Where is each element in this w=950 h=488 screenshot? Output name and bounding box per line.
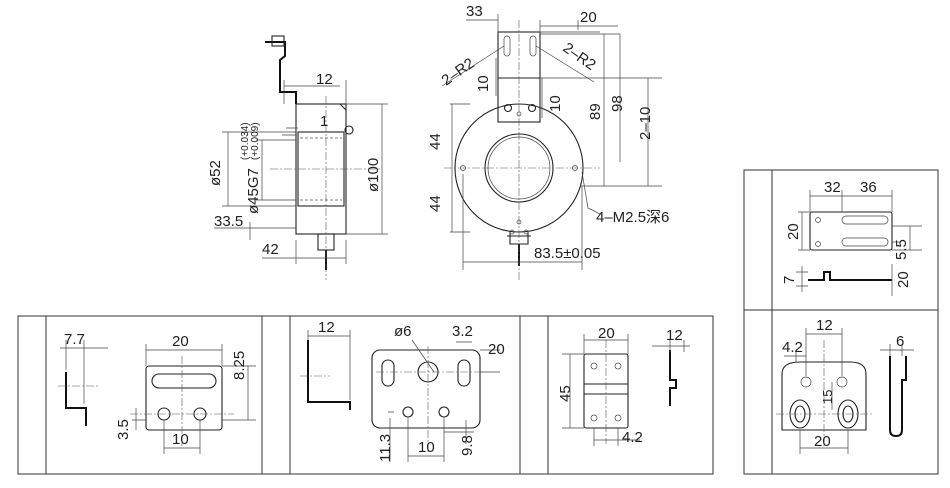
dim-8-25: 8.25 bbox=[231, 351, 248, 380]
bottom-panels-frame bbox=[17, 315, 714, 475]
dim-d6: ø6 bbox=[394, 323, 412, 340]
bracket-detail-c: 20 45 4.2 12 bbox=[557, 325, 690, 446]
dim-42: 42 bbox=[262, 241, 279, 258]
dim-33: 33 bbox=[466, 3, 483, 20]
dim-33-5: 33.5 bbox=[214, 213, 243, 230]
dim-20: 20 bbox=[488, 341, 505, 358]
dim-20: 20 bbox=[580, 9, 597, 26]
dim-1: 1 bbox=[320, 113, 328, 130]
dim-20-right: 20 bbox=[895, 271, 912, 288]
dim-44-top: 44 bbox=[427, 133, 444, 150]
dim-d100: ø100 bbox=[365, 158, 382, 192]
bracket-detail-b: 12 ø6 3.2 20 11.3 10 9.8 bbox=[300, 319, 505, 462]
bracket-detail-a: 7.7 20 8.25 3.5 10 bbox=[58, 331, 256, 454]
dim-20: 20 bbox=[172, 333, 189, 350]
bracket-screw bbox=[271, 35, 285, 47]
dim-4-2: 4.2 bbox=[622, 429, 643, 446]
dim-20: 20 bbox=[598, 325, 615, 342]
dim-7: 7 bbox=[781, 276, 798, 284]
front-view: 33 20 2–R2 2–R2 10 10 89 98 2–10 44 44 4… bbox=[427, 3, 669, 280]
dim-11-3: 11.3 bbox=[377, 434, 394, 462]
dim-m2-5: 4–M2.5深6 bbox=[596, 209, 669, 226]
dim-2-r2-right: 2–R2 bbox=[560, 39, 599, 73]
dim-32: 32 bbox=[824, 179, 841, 196]
dim-44-bottom: 44 bbox=[427, 195, 444, 212]
dim-36: 36 bbox=[860, 179, 877, 196]
dim-10: 10 bbox=[172, 431, 189, 448]
dim-10: 10 bbox=[418, 439, 435, 456]
dim-tol-lower: (+0.009) bbox=[250, 122, 261, 160]
dim-12: 12 bbox=[816, 317, 833, 334]
dim-d45g7: ø45G7 bbox=[245, 168, 262, 214]
dim-45: 45 bbox=[557, 385, 574, 402]
dim-12: 12 bbox=[316, 71, 333, 88]
side-bracket bbox=[265, 41, 297, 104]
dim-12: 12 bbox=[318, 319, 335, 336]
dim-15: 15 bbox=[820, 390, 835, 404]
dim-2-10: 2–10 bbox=[637, 107, 654, 140]
dim-10-left: 10 bbox=[475, 75, 492, 92]
dim-7-7: 7.7 bbox=[64, 331, 85, 348]
bracket-detail-d: 32 36 20 5.5 7 20 bbox=[781, 179, 922, 296]
dim-6: 6 bbox=[896, 333, 904, 350]
dim-20-left: 20 bbox=[785, 223, 802, 240]
dim-12: 12 bbox=[666, 327, 683, 344]
dim-98: 98 bbox=[609, 95, 626, 112]
dim-d52: ø52 bbox=[207, 160, 224, 186]
side-section-view: 12 1 ø52 ø45G7 (+0.034) (+0.009) ø100 33… bbox=[207, 35, 388, 280]
dim-3-5: 3.5 bbox=[115, 419, 132, 440]
dim-3-2: 3.2 bbox=[452, 323, 473, 340]
dim-4-2: 4.2 bbox=[782, 339, 803, 356]
dim-10-right: 10 bbox=[547, 95, 564, 112]
dim-9-8: 9.8 bbox=[459, 435, 476, 456]
dim-5-5: 5.5 bbox=[893, 239, 910, 260]
right-panels-frame bbox=[743, 169, 939, 475]
dim-tol-upper: (+0.034) bbox=[240, 122, 251, 160]
dim-2-r2-left: 2–R2 bbox=[439, 55, 478, 89]
dim-89: 89 bbox=[587, 103, 604, 120]
dim-83-5: 83.5±0.05 bbox=[534, 245, 601, 262]
bracket-detail-e: 12 4.2 15 20 6 bbox=[776, 317, 914, 454]
dim-20: 20 bbox=[814, 433, 831, 450]
